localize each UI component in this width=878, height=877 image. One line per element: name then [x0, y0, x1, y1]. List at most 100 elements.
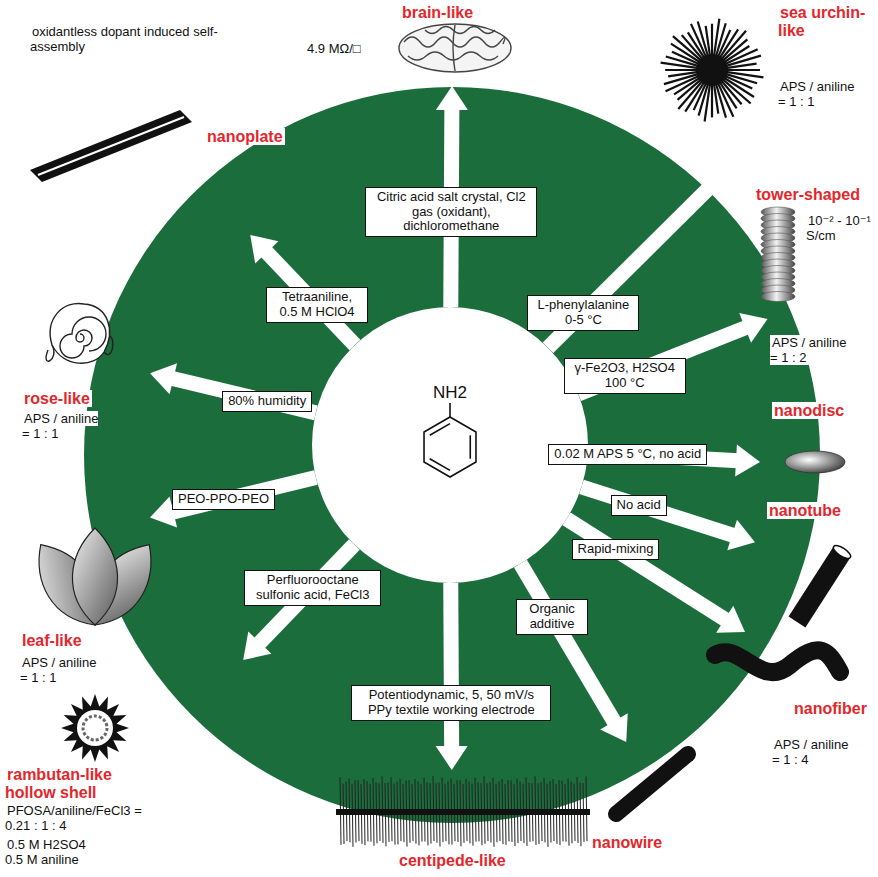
- rambutan-picture: [61, 694, 129, 762]
- double-bond: [430, 459, 450, 471]
- urchin-spike: [711, 82, 713, 117]
- text-slot: centipede-like: [397, 852, 508, 870]
- condition-note: APS / aniline = 1 : 1: [22, 411, 98, 441]
- text-slot: APS / aniline = 1 : 2: [770, 336, 852, 366]
- text-slot: leaf-like: [20, 632, 84, 650]
- morphology-name: nanowire: [590, 834, 664, 851]
- morphology-node: nanoplate oxidantless dopant induced self…: [15, 20, 300, 235]
- morphology-node: nanotube: [755, 488, 875, 628]
- morphology-name: nanofiber: [792, 700, 869, 717]
- condition-note: APS / aniline = 1 : 1: [778, 79, 854, 109]
- text-slot: PFOSA/aniline/FeCl3 = 0.21 : 1 : 4: [5, 804, 145, 834]
- text-slot: 0.5 M H2SO4 0.5 M aniline: [5, 838, 93, 868]
- reaction-arrow: [171, 378, 315, 413]
- text-slot: nanoplate: [205, 128, 285, 146]
- urchin-spike: [714, 82, 719, 114]
- condition-text: 80% humidity: [228, 393, 306, 408]
- condition-box: Rapid-mixing: [572, 539, 660, 560]
- condition-text: L-phenylalanine 0-5 °C: [538, 297, 630, 327]
- morphology-name: nanodisc: [772, 402, 846, 419]
- nanowire-picture: [616, 754, 688, 814]
- leaf-picture: [22, 528, 168, 638]
- amine-bond: [449, 403, 451, 417]
- rambutan-shell: [61, 694, 129, 762]
- double-bond: [430, 424, 450, 436]
- node-outline: [312, 307, 588, 583]
- text-slot: nanofiber: [792, 700, 869, 718]
- arrow-head: [727, 520, 755, 550]
- urchin-spike: [711, 24, 713, 58]
- morphology-node: rambutan-like hollow shellPFOSA/aniline/…: [5, 660, 250, 836]
- rambutan-hollow: [77, 710, 113, 746]
- reaction-arrow: [171, 477, 315, 512]
- condition-note: 10⁻² - 10⁻¹ S/cm: [806, 213, 871, 243]
- morphology-name: centipede-like: [397, 852, 508, 869]
- condition-box: Tetraaniline, 0.5 M HClO4: [266, 287, 368, 323]
- nanotube-picture: [797, 543, 853, 622]
- arrow-head: [697, 172, 725, 200]
- centipede-leg: [586, 776, 587, 841]
- condition-box: 80% humidity: [222, 391, 312, 412]
- urchin-spike: [724, 64, 757, 69]
- condition-note: 0.5 M H2SO4 0.5 M aniline: [5, 837, 86, 867]
- morphology-name: rambutan-like hollow shell: [5, 766, 112, 801]
- morphology-node: nanowire: [585, 742, 697, 862]
- nanodisc-picture: [785, 451, 845, 473]
- green-disc: [84, 87, 820, 823]
- tower-picture: [761, 207, 795, 302]
- condition-box: Potentiodynamic, 5, 50 mV/s PPy textile …: [351, 685, 551, 721]
- reaction-arrow: [581, 487, 734, 536]
- condition-note: APS / aniline = 1 : 2: [770, 335, 846, 365]
- condition-note: PFOSA/aniline/FeCl3 = 0.21 : 1 : 4: [5, 803, 142, 833]
- text-slot: tower-shaped: [754, 186, 862, 204]
- text-slot: 4.9 MΩ/□: [305, 42, 363, 57]
- morphology-node: nanofiberAPS / aniline = 1 : 4: [700, 632, 875, 792]
- urchin-spike: [665, 69, 700, 71]
- urchin-spike: [668, 72, 700, 77]
- morphology-name: nanotube: [767, 502, 843, 519]
- condition-text: γ-Fe2O3, H2SO4 100 °C: [575, 360, 675, 390]
- text-slot: nanotube: [767, 502, 843, 520]
- text-slot: oxidantless dopant induced self-assembly: [30, 25, 260, 55]
- morphology-name: leaf-like: [20, 632, 84, 649]
- centipede-leg: [547, 784, 548, 847]
- formula-label: NH2: [433, 383, 467, 402]
- condition-text: Potentiodynamic, 5, 50 mV/s PPy textile …: [368, 687, 535, 717]
- morphology-name: nanoplate: [205, 128, 285, 145]
- condition-text: PEO-PPO-PEO: [178, 491, 269, 506]
- arrow-head: [739, 313, 767, 343]
- nanoplate-picture: [30, 110, 192, 182]
- morphology-node: tower-shaped 10⁻² - 10⁻¹ S/cm: [742, 184, 876, 319]
- condition-text: Rapid-mixing: [578, 541, 654, 556]
- text-slot: APS / aniline = 1 : 1: [20, 656, 102, 686]
- arrow-head: [150, 363, 177, 394]
- condition-box: L-phenylalanine 0-5 °C: [527, 295, 639, 331]
- rose-picture: [46, 303, 113, 363]
- reaction-arrow: [567, 519, 727, 620]
- centipede-leg: [433, 776, 434, 841]
- condition-text: Perfluorooctane sulfonic acid, FeCl3: [256, 572, 369, 602]
- aniline-node: NH2: [312, 307, 588, 583]
- morphology-node: rose-likeAPS / aniline = 1 : 1: [20, 290, 150, 470]
- text-slot: nanodisc: [772, 402, 846, 420]
- morphology-node: leaf-likeAPS / aniline = 1 : 1: [20, 510, 150, 692]
- arrow-group: [150, 363, 316, 413]
- arrow-head: [716, 606, 745, 633]
- condition-text: Citric acid salt crystal, Cl2 gas (oxida…: [377, 189, 526, 234]
- text-slot: brain-like: [400, 4, 475, 22]
- nanofiber-picture: [715, 650, 840, 672]
- text-slot: rambutan-like hollow shell: [5, 766, 145, 803]
- arrow-head: [250, 235, 278, 263]
- condition-text: No acid: [617, 497, 661, 512]
- text-slot: 10⁻² - 10⁻¹ S/cm: [806, 214, 874, 244]
- condition-note: APS / aniline = 1 : 1: [20, 655, 96, 685]
- centipede-leg: [352, 784, 353, 847]
- morphology-node: brain-like 4.9 MΩ/□: [300, 2, 560, 86]
- urchin-spike: [724, 69, 760, 71]
- condition-note: APS / aniline = 1 : 4: [772, 737, 848, 767]
- text-slot: APS / aniline = 1 : 1: [778, 80, 860, 110]
- arrow-group: [567, 519, 745, 633]
- node-circle: [312, 307, 588, 583]
